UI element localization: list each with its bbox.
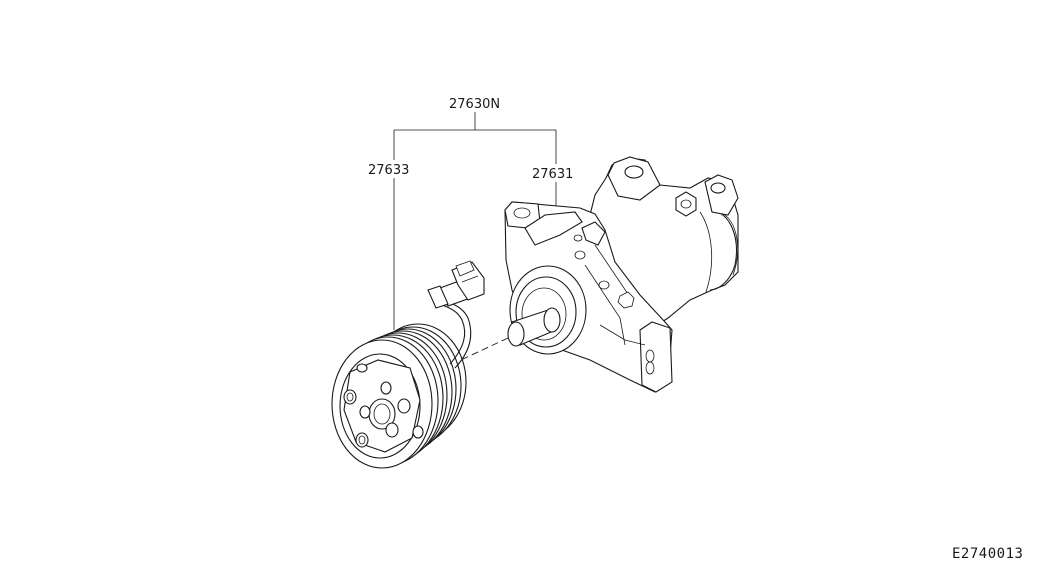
figure-code: E2740013: [952, 546, 1023, 562]
callout-27631: 27631: [532, 167, 573, 182]
callout-27630N: 27630N: [449, 97, 500, 112]
callout-27633: 27633: [368, 163, 409, 178]
part-labels: 27630N 27633 27631 E2740013: [368, 97, 1023, 562]
leader-lines: [393, 112, 557, 330]
clutch-harness: [427, 260, 485, 369]
clutch-pulley: [331, 323, 467, 469]
compressor-body: [504, 156, 739, 393]
